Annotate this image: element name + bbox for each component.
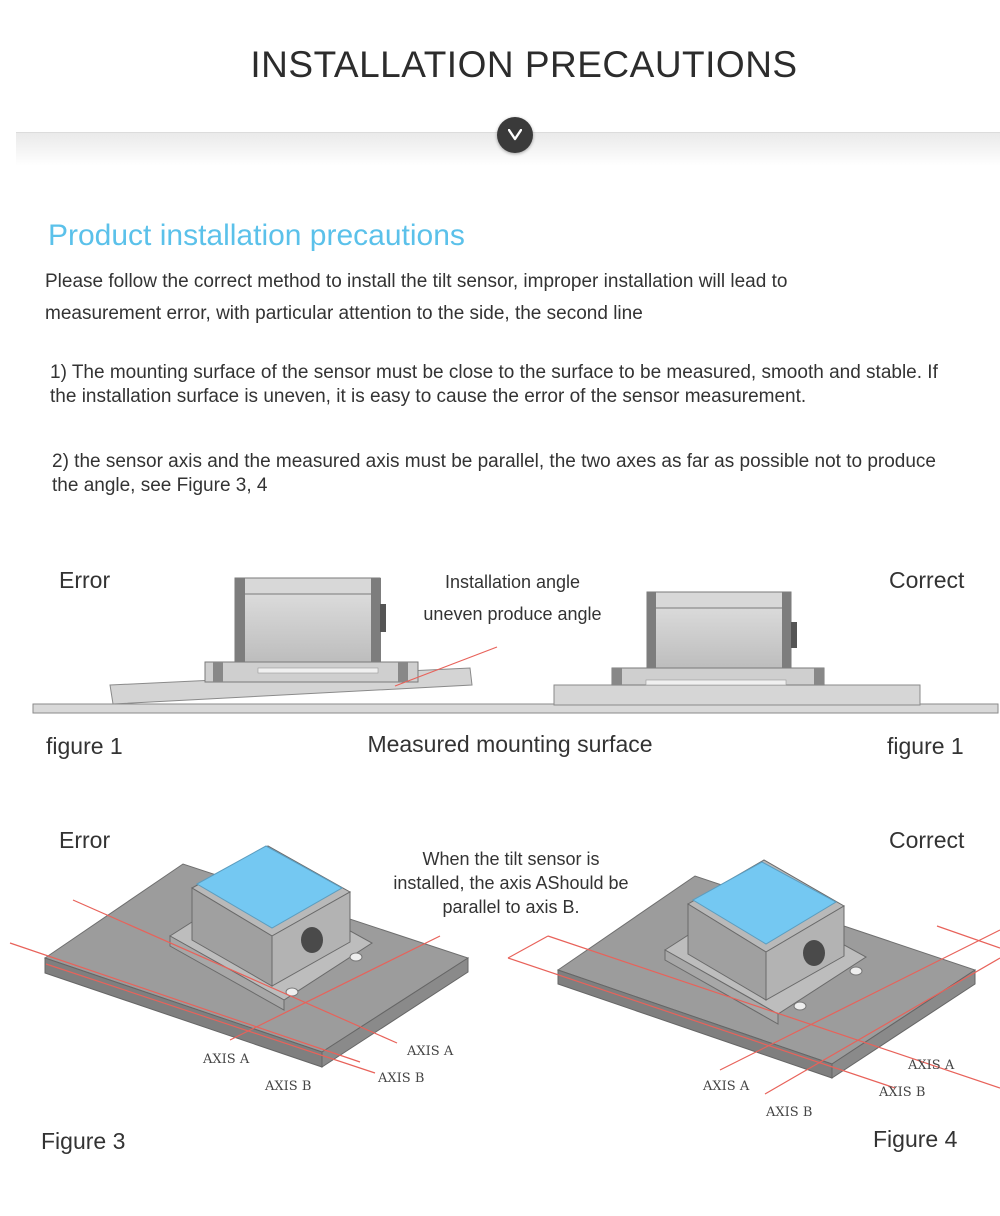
figure3-error-label: Error bbox=[59, 827, 111, 853]
fig4-axis-b-label-left: AXIS B bbox=[766, 1105, 813, 1120]
figure1-side-view-illustration bbox=[32, 577, 999, 714]
fig3-axis-a-label-left: AXIS A bbox=[203, 1052, 250, 1067]
figure1-error-label: Error bbox=[59, 567, 111, 593]
axis-parallel-note: When the tilt sensor is installed, the a… bbox=[370, 847, 652, 919]
correct-sensor bbox=[611, 591, 825, 686]
intro-text: Please follow the correct method to inst… bbox=[45, 266, 945, 330]
axis-note-line-1: When the tilt sensor is bbox=[422, 849, 600, 869]
axis-note-line-3: parallel to axis B. bbox=[442, 897, 580, 917]
figure3-axis-lines bbox=[9, 899, 441, 1074]
figure1-right-caption: figure 1 bbox=[887, 733, 964, 759]
figure3-sensor bbox=[169, 845, 373, 1011]
figure1-left-caption: figure 1 bbox=[46, 733, 123, 759]
intro-line-2: measurement error, with particular atten… bbox=[45, 303, 643, 324]
angle-note-line-2: uneven produce angle bbox=[423, 604, 602, 624]
intro-line-1: Please follow the correct method to inst… bbox=[45, 271, 788, 292]
tilted-sensor bbox=[204, 577, 419, 683]
page-title: INSTALLATION PRECAUTIONS bbox=[250, 44, 798, 85]
fig4-axis-b-label-right: AXIS B bbox=[879, 1085, 926, 1100]
figure4-correct-label: Correct bbox=[889, 827, 965, 853]
angle-note-line-1: Installation angle bbox=[444, 572, 581, 592]
fig4-axis-a-label-left: AXIS A bbox=[703, 1079, 750, 1094]
fig3-axis-b-label-right: AXIS B bbox=[378, 1071, 425, 1086]
figure4-caption: Figure 4 bbox=[873, 1126, 958, 1152]
axis-note-line-2: installed, the axis AShould be bbox=[393, 873, 629, 893]
chevron-down-icon bbox=[508, 129, 522, 141]
figure4-sensor bbox=[664, 859, 867, 1025]
precaution-point-2: 2) the sensor axis and the measured axis… bbox=[52, 451, 936, 496]
figure3-figure4-perspective-illustration bbox=[9, 845, 1000, 1095]
fig3-axis-b-label-left: AXIS B bbox=[265, 1079, 312, 1094]
figure3-caption: Figure 3 bbox=[41, 1128, 126, 1154]
figure1-correct-label: Correct bbox=[889, 567, 965, 593]
expand-button[interactable] bbox=[497, 117, 533, 153]
fig3-axis-a-label-right: AXIS A bbox=[407, 1044, 454, 1059]
fig4-axis-a-label-right: AXIS A bbox=[908, 1058, 955, 1073]
installation-angle-note: Installation angle uneven produce angle bbox=[400, 570, 625, 626]
measured-surface-caption: Measured mounting surface bbox=[367, 731, 653, 757]
precaution-point-1: 1) The mounting surface of the sensor mu… bbox=[50, 362, 938, 407]
figure4-axis-lines bbox=[507, 925, 1000, 1095]
section-title: Product installation precautions bbox=[48, 219, 465, 252]
